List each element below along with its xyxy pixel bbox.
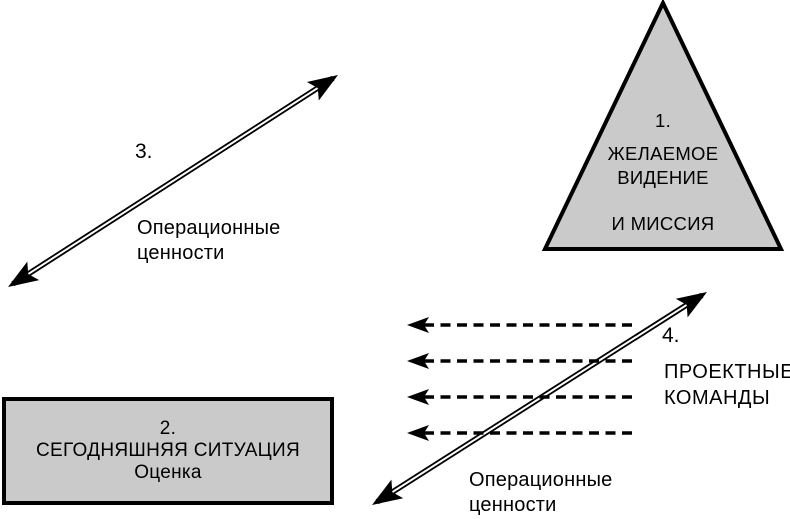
arrow-4-sublabel-line2: ценности xyxy=(469,494,557,516)
triangle-line2: ВИДЕНИЕ xyxy=(617,167,709,188)
situation-subtitle: Оценка xyxy=(134,462,202,483)
project-teams-line1: ПРОЕКТНЫЕ xyxy=(664,361,790,383)
arrow-3-number: 3. xyxy=(135,140,153,163)
situation-number: 2. xyxy=(159,418,177,439)
situation-title: СЕГОДНЯШНЯЯ СИТУАЦИЯ xyxy=(35,440,301,461)
project-teams-line2: КОМАНДЫ xyxy=(664,387,771,409)
dashed-arrows-group xyxy=(407,317,636,441)
triangle-line1: ЖЕЛАЕМОЕ xyxy=(607,143,719,164)
triangle-line3: И МИССИЯ xyxy=(611,213,715,234)
arrow-4-sublabel-line1: Операционные xyxy=(469,469,613,491)
arrow-4-sublabel: Операционные ценности xyxy=(469,468,613,518)
situation-box: 2. СЕГОДНЯШНЯЯ СИТУАЦИЯ Оценка xyxy=(2,397,334,505)
dashed-arrow-icon xyxy=(407,317,636,333)
arrow-4-number: 4. xyxy=(662,324,680,347)
dashed-arrow-icon xyxy=(407,389,636,405)
arrow-3-label: Операционные ценности xyxy=(137,216,281,266)
vision-triangle-label: 1. ЖЕЛАЕМОЕ ВИДЕНИЕ И МИССИЯ xyxy=(545,109,781,236)
project-teams-label: ПРОЕКТНЫЕ КОМАНДЫ xyxy=(664,359,790,411)
arrow-3-label-line1: Операционные xyxy=(137,217,281,239)
triangle-number: 1. xyxy=(654,110,672,131)
arrow-3-label-line2: ценности xyxy=(137,242,225,264)
bidirectional-arrow-3-icon xyxy=(8,75,338,287)
dashed-arrow-icon xyxy=(407,353,636,369)
vision-triangle-shape xyxy=(541,0,785,251)
dashed-arrow-icon xyxy=(407,425,636,441)
